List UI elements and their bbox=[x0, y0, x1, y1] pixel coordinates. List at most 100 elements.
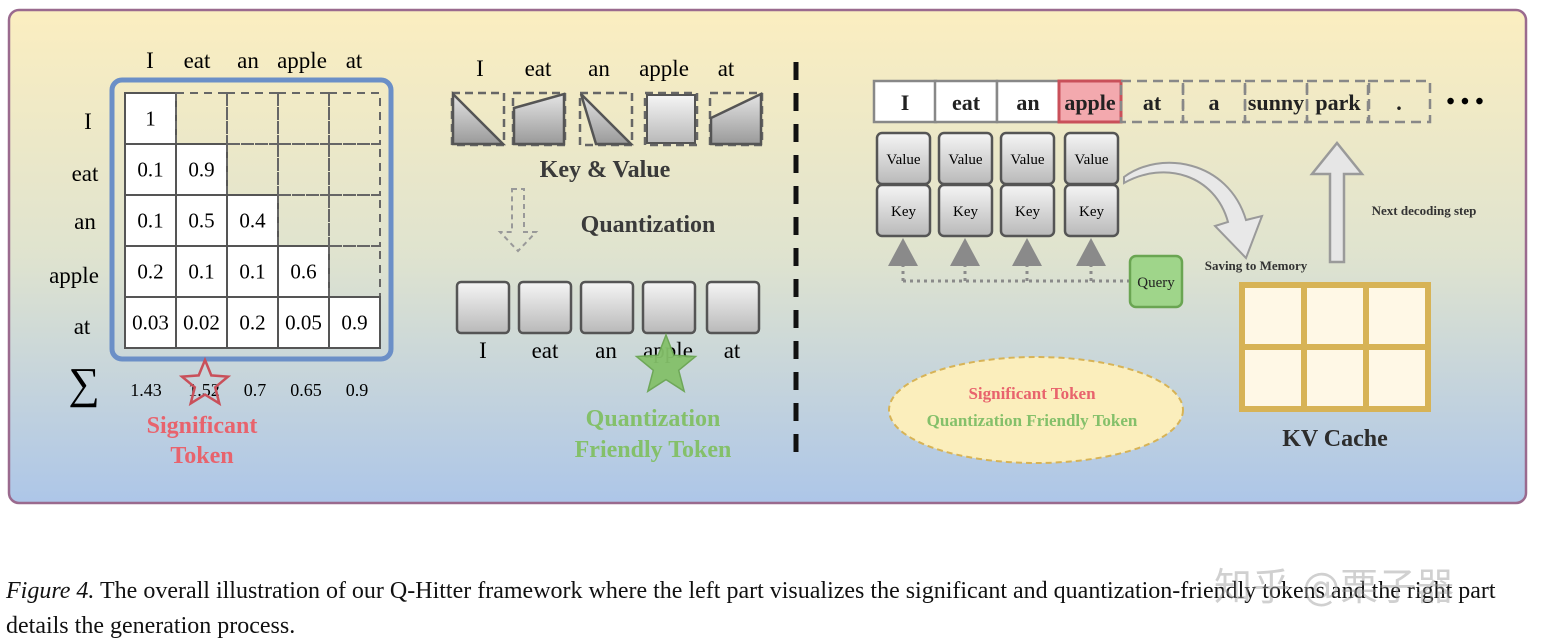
quantized-box bbox=[705, 280, 761, 335]
matrix-value: 0.03 bbox=[132, 311, 169, 335]
column-sum: 0.7 bbox=[244, 380, 267, 400]
sequence-token-label: I bbox=[901, 90, 910, 115]
quantized-box bbox=[517, 280, 573, 335]
matrix-cell bbox=[124, 194, 177, 247]
watermark: 知乎 @栗子器 bbox=[1214, 565, 1455, 609]
kv-shape-an bbox=[579, 93, 635, 146]
matrix-value: 1 bbox=[145, 107, 156, 131]
friendly-star-icon bbox=[634, 332, 698, 393]
query-label: Query bbox=[1137, 275, 1175, 291]
matrix-cell bbox=[277, 296, 330, 349]
matrix-cell bbox=[124, 143, 177, 196]
value-label: Value bbox=[1074, 152, 1108, 168]
quantized-boxes bbox=[455, 280, 761, 335]
column-sum: 0.65 bbox=[290, 380, 322, 400]
matrix-column-label: I bbox=[146, 48, 154, 73]
legend-ellipse bbox=[888, 356, 1184, 464]
legend-significant: Significant Token bbox=[968, 384, 1096, 403]
matrix-value: 0.6 bbox=[290, 260, 316, 284]
kv-token-label: I bbox=[476, 56, 484, 81]
column-sum: 0.9 bbox=[346, 380, 369, 400]
caption-text: The overall illustration of our Q-Hitter… bbox=[6, 578, 1496, 639]
query-box bbox=[1128, 254, 1184, 309]
matrix-column-label: an bbox=[237, 48, 259, 73]
sequence-token-box bbox=[995, 79, 1061, 124]
matrix-cell bbox=[277, 245, 330, 298]
matrix-cell bbox=[124, 245, 177, 298]
column-sums: 1.43 1.52 0.7 0.65 0.9 bbox=[130, 380, 368, 400]
key-box bbox=[1063, 183, 1120, 238]
sum-symbol: ∑ bbox=[68, 359, 99, 408]
matrix-value: 0.1 bbox=[188, 260, 214, 284]
kv-token-label: eat bbox=[525, 56, 552, 81]
significant-label-line1: Significant bbox=[147, 413, 258, 439]
column-sum: 1.43 bbox=[130, 380, 162, 400]
key-label: Key bbox=[953, 204, 978, 220]
next-step-arrow-icon bbox=[1309, 141, 1365, 264]
caption-figure-label: Figure 4. bbox=[6, 578, 95, 604]
query-dotted-line bbox=[901, 255, 1130, 283]
quantized-token-label: I bbox=[479, 338, 487, 363]
quantized-box bbox=[579, 280, 635, 335]
matrix-cell bbox=[328, 143, 381, 196]
kv-shape-apple bbox=[646, 94, 696, 144]
key-label: Key bbox=[1079, 204, 1104, 220]
matrix-value: 0.1 bbox=[239, 260, 265, 284]
saving-arrow-icon bbox=[1123, 161, 1264, 260]
friendly-label-line2: Friendly Token bbox=[575, 437, 732, 463]
matrix-value: 0.9 bbox=[188, 158, 214, 182]
quantized-box bbox=[641, 280, 697, 335]
sequence-token-label: an bbox=[1016, 90, 1039, 115]
kv-cache-label: KV Cache bbox=[1282, 426, 1388, 452]
key-box bbox=[875, 183, 932, 238]
sequence-token-box bbox=[1057, 79, 1123, 124]
legend-friendly: Quantization Friendly Token bbox=[927, 411, 1138, 430]
quantize-arrow-icon bbox=[497, 188, 539, 253]
matrix-cell bbox=[328, 296, 381, 349]
matrix-value: 0.02 bbox=[183, 311, 220, 335]
matrix-cell bbox=[328, 194, 381, 247]
matrix-cell bbox=[226, 194, 279, 247]
key-label: Key bbox=[1015, 204, 1040, 220]
column-sum: 1.52 bbox=[188, 380, 220, 400]
kv-token-label: at bbox=[718, 56, 735, 81]
matrix-value: 0.4 bbox=[239, 209, 266, 233]
matrix-cell bbox=[124, 296, 177, 349]
value-label: Value bbox=[948, 152, 982, 168]
query-arrow-heads bbox=[888, 238, 1106, 266]
quantized-token-label: eat bbox=[532, 338, 559, 363]
kv-shape-apple-frame bbox=[643, 91, 699, 147]
kv-shape-at bbox=[709, 92, 763, 146]
kv-shape-I bbox=[451, 90, 507, 146]
kv-token-label: an bbox=[588, 56, 610, 81]
matrix-cell bbox=[226, 92, 279, 145]
sequence-token-label: park bbox=[1315, 90, 1361, 115]
next-step-label: Next decoding step bbox=[1372, 203, 1477, 218]
matrix-cell bbox=[175, 194, 228, 247]
matrix-cell bbox=[175, 296, 228, 349]
matrix-row-label: I bbox=[84, 109, 92, 134]
matrix-value: 0.2 bbox=[137, 260, 163, 284]
figure-caption: Figure 4. The overall illustration of ou… bbox=[6, 574, 1542, 644]
kv-cache-grid bbox=[1239, 282, 1431, 412]
ellipsis-icon: • • • bbox=[1446, 89, 1483, 115]
significant-label-line2: Token bbox=[170, 443, 233, 469]
sequence-token-label: sunny bbox=[1248, 90, 1304, 115]
sequence-token-label: eat bbox=[952, 90, 981, 115]
kv-shapes bbox=[450, 90, 764, 147]
significant-star-icon bbox=[178, 356, 232, 407]
matrix-column-label: eat bbox=[184, 48, 211, 73]
matrix-value: 0.1 bbox=[137, 158, 163, 182]
kv-shape-eat bbox=[512, 92, 566, 146]
matrix-value: 0.2 bbox=[239, 311, 265, 335]
sequence-token-label: apple bbox=[1064, 90, 1116, 115]
quantization-label: Quantization bbox=[581, 212, 716, 238]
sequence-token-label: a bbox=[1209, 90, 1220, 115]
